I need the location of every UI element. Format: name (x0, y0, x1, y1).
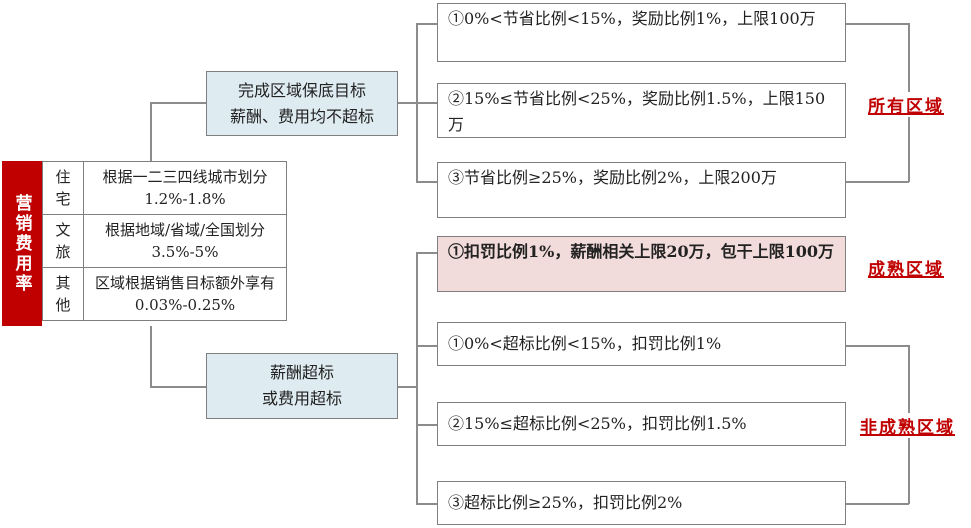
region-label-mature: 成熟区域 (866, 255, 946, 280)
branch-target-exceeded: 薪酬超标 或费用超标 (206, 353, 398, 419)
reward-item: ②15%≤节省比例<25%，奖励比例1.5%，上限150万 (437, 83, 846, 138)
connector (150, 386, 206, 388)
connector (416, 181, 438, 183)
branch-line: 完成区域保底目标 (237, 80, 366, 100)
connector (397, 102, 417, 104)
branch-line: 薪酬超标 (269, 363, 334, 382)
category-cell: 文旅 (42, 214, 84, 268)
table-row: 其他 区域根据销售目标额外享有0.03%-0.25% (42, 267, 287, 321)
connector (846, 181, 909, 183)
category-cell: 其他 (42, 267, 84, 321)
branch-line: 薪酬、费用均不超标 (229, 106, 374, 126)
region-label-immature: 非成熟区域 (858, 413, 957, 438)
region-label-all: 所有区域 (866, 92, 946, 117)
connector (416, 503, 438, 505)
branch-line: 或费用超标 (261, 389, 342, 408)
reward-item: ①0%<节省比例<15%，奖励比例1%，上限100万 (437, 3, 846, 62)
rate-table-title: 营销费用率 (2, 161, 42, 326)
connector (846, 23, 909, 25)
connector (397, 386, 417, 388)
connector (416, 23, 438, 25)
connector (150, 326, 152, 386)
mature-penalty-item: ①扣罚比例1%，薪酬相关上限20万，包干上限100万 (437, 236, 846, 292)
connector (846, 345, 909, 347)
description-cell: 区域根据销售目标额外享有0.03%-0.25% (83, 267, 287, 321)
description-cell: 根据地域/省域/全国划分 3.5%-5% (83, 214, 287, 268)
rate-table: 住宅 根据一二三四线城市划分 1.2%-1.8% 文旅 根据地域/省域/全国划分… (42, 161, 287, 321)
connector (416, 252, 438, 254)
table-row: 住宅 根据一二三四线城市划分 1.2%-1.8% (42, 161, 287, 215)
connector (416, 345, 438, 347)
table-row: 文旅 根据地域/省域/全国划分 3.5%-5% (42, 214, 287, 268)
connector (416, 252, 418, 504)
connector (150, 102, 206, 104)
penalty-item: ③超标比例≥25%，扣罚比例2% (437, 481, 846, 525)
penalty-item: ①0%<超标比例<15%，扣罚比例1% (437, 322, 846, 366)
description-cell: 根据一二三四线城市划分 1.2%-1.8% (83, 161, 287, 215)
connector (416, 102, 438, 104)
branch-target-met: 完成区域保底目标 薪酬、费用均不超标 (206, 71, 398, 136)
category-cell: 住宅 (42, 161, 84, 215)
connector (150, 102, 152, 162)
penalty-item: ②15%≤超标比例<25%，扣罚比例1.5% (437, 402, 846, 446)
connector (846, 503, 909, 505)
reward-item: ③节省比例≥25%，奖励比例2%，上限200万 (437, 162, 846, 218)
connector (416, 424, 438, 426)
